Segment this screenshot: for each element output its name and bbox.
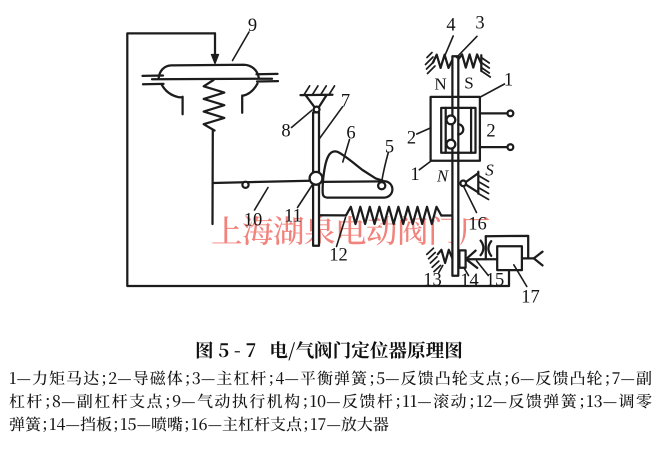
amplifier-box (496, 245, 524, 272)
pivot16-triangle (464, 172, 480, 194)
feedback-cam (321, 150, 394, 199)
callout-pole-n-top: N (434, 75, 446, 94)
callout-baffle: 14 (460, 271, 479, 291)
torque-motor (429, 95, 515, 162)
sub-lever-pivot (299, 85, 336, 114)
callout-torque-motor-top: 1 (504, 71, 513, 91)
terminal-lower (506, 143, 515, 152)
balance-spring-right (457, 53, 482, 69)
callout-main-lever-pivot: 16 (468, 215, 487, 235)
leader-16 (463, 186, 478, 214)
feedback-spring (344, 205, 443, 226)
air-line-loop (126, 32, 511, 288)
callout-sub-lever: 7 (341, 92, 350, 112)
callout-pole-n-bottom: N (436, 167, 450, 186)
callout-zero-spring: 13 (423, 271, 442, 291)
nozzle-cone (464, 249, 479, 270)
actuator-lower-bowl (160, 82, 259, 116)
callout-pneumatic-actuator: 9 (248, 16, 257, 36)
actuator-dome (157, 63, 261, 80)
legend-line-3: 弹簧；14—挡板；15—喷嘴；16—主杠杆支点；17—放大器 (9, 412, 389, 435)
leader-3 (455, 35, 478, 59)
leader-lines (231, 31, 528, 288)
legend-line-2: 杠杆；8—副杠杆支点；9—气动执行机构；10—反馈杆；11—滚动；12—反馈弹簧… (9, 389, 652, 412)
leader-11 (296, 182, 314, 209)
legend-line-1: 1—力矩马达；2—导磁体；3—主杠杆；4—平衡弹簧；5—反馈凸轮支点；6—反馈凸… (9, 366, 652, 389)
figure-legend: 1—力矩马达；2—导磁体；3—主杠杆；4—平衡弹簧；5—反馈凸轮支点；6—反馈凸… (9, 366, 652, 435)
leader-4 (441, 35, 454, 64)
baffle-plate (458, 249, 467, 269)
pivot8-triangle (304, 94, 328, 108)
roller (308, 170, 324, 186)
cam-outline (321, 150, 394, 199)
motor-frame-inner (440, 106, 477, 154)
restrictor-right-arc (487, 240, 493, 257)
terminal-upper (506, 109, 515, 118)
leader-13 (438, 264, 444, 274)
left-anchor-hatching (424, 51, 436, 75)
callout-feedback-spring: 12 (329, 246, 348, 266)
leader-7 (318, 106, 344, 141)
callout-pole-s-bottom: S (485, 161, 494, 180)
callout-pole-s-top: S (464, 74, 473, 93)
coil-turn-lower (445, 138, 457, 150)
supply-arrow-prongs (532, 250, 544, 267)
figure-caption: 图 5 - 7 电/气阀门定位器原理图 (195, 337, 463, 363)
leader-5 (381, 151, 390, 182)
coil-turn-upper (445, 114, 457, 126)
figure-title: 电/气阀门定位器原理图 (269, 336, 463, 363)
feedback-rod-joint (241, 180, 250, 190)
pivot16-pin (459, 179, 468, 188)
pivot16-hatching (477, 174, 490, 201)
leader-12 (335, 216, 347, 248)
pivot8-hatching (303, 85, 336, 96)
motor-frame-outer (429, 95, 482, 162)
actuator-diaphragm-line (150, 77, 274, 81)
piping-top-run (484, 234, 530, 260)
callout-balance-spring: 4 (446, 16, 455, 36)
leader-8 (290, 109, 313, 129)
callout-main-lever: 3 (475, 14, 484, 34)
callout-sub-lever-pivot: 8 (281, 122, 290, 142)
restrictor-left-arc (479, 239, 485, 257)
callout-amplifier: 17 (521, 288, 540, 308)
callout-flux-conductor-right: 2 (486, 122, 495, 142)
main-lever-pivot (459, 170, 490, 201)
callout-labels: 9 4 3 1 2 2 1 N S N S 8 7 6 5 10 11 12 1… (244, 14, 540, 308)
cam-pivot-pin (376, 180, 387, 191)
schematic-ink (126, 31, 544, 288)
leader-14 (463, 267, 470, 277)
zero-spring-coil (436, 248, 454, 265)
leader-1-bottom (418, 159, 433, 171)
zero-spring-hatching (425, 247, 442, 273)
cam-arm-top-edge (321, 180, 386, 184)
nozzle-and-piping (464, 234, 544, 270)
leader-17 (513, 264, 528, 288)
leader-15 (475, 260, 490, 277)
right-anchor-hatching (480, 56, 492, 78)
leader-6 (342, 138, 351, 163)
callout-nozzle: 15 (486, 271, 505, 291)
leader-10 (253, 186, 269, 211)
main-lever-bar (451, 55, 460, 277)
actuator-flange-marks (141, 72, 280, 86)
inlet-arrowhead (210, 53, 220, 65)
feedback-rod (211, 179, 312, 185)
leader-2-left (416, 127, 432, 135)
callout-feedback-rod: 10 (244, 211, 263, 231)
coil-turn-right (457, 123, 465, 136)
callout-cam-pivot: 5 (385, 138, 394, 158)
callout-roller: 11 (284, 207, 302, 227)
callout-flux-conductor-left: 2 (407, 129, 416, 149)
leader-9 (231, 31, 250, 62)
callout-torque-motor-bottom: 1 (410, 165, 419, 185)
figure-number: 图 5 - 7 (195, 336, 257, 363)
leader-1-top (480, 83, 506, 98)
actuator-spring (202, 78, 226, 132)
callout-feedback-cam: 6 (346, 124, 355, 144)
zero-spring (425, 247, 454, 273)
pneumatic-actuator (141, 63, 280, 226)
